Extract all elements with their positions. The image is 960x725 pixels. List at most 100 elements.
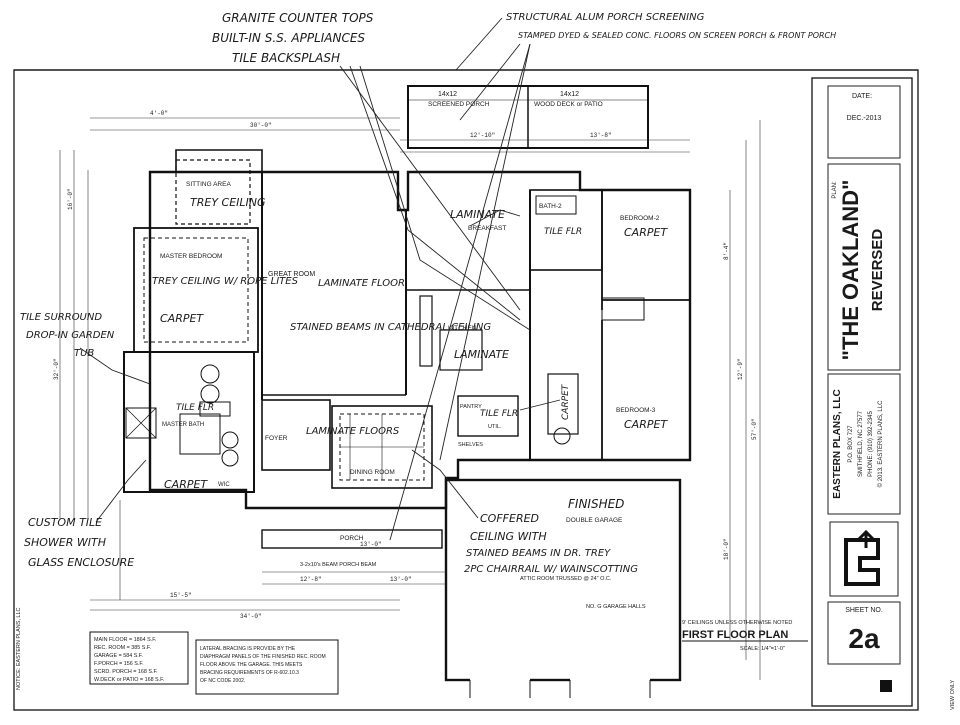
dimension-labels: 4'-0" 30'-0" 12'-10" 13'-8" 15'-5" 34'-0… bbox=[53, 110, 758, 620]
bedroom-3-label: BEDROOM-3 bbox=[616, 407, 656, 414]
eastern-plans-logo-icon bbox=[829, 521, 899, 597]
sitting-area-label: SITTING AREA bbox=[186, 181, 231, 188]
sf-row: MAIN FLOOR = 1864 S.F. bbox=[94, 637, 156, 643]
dimension-label: 18'-0" bbox=[723, 538, 730, 560]
annotation-tile-bath: TILE FLR bbox=[544, 227, 582, 237]
sf-row: W.DECK or PATIO = 168 S.F. bbox=[94, 677, 164, 683]
bracing-line: DIAPHRAGM PANELS OF THE FINISHED REC. RO… bbox=[200, 654, 326, 660]
dimension-label: 32'-0" bbox=[53, 358, 60, 380]
annotation-coffered-1: COFFERED bbox=[480, 512, 539, 525]
annotation-tray-master: TREY CEILING W/ ROPE LITES bbox=[152, 276, 299, 287]
master-bedroom-label: MASTER BEDROOM bbox=[160, 253, 222, 260]
annotation-laminate-breakfast: LAMINATE bbox=[450, 208, 505, 221]
annotation-coffered-3: STAINED BEAMS IN DR. TREY bbox=[466, 548, 611, 559]
wood-deck-label: WOOD DECK or PATIO bbox=[534, 101, 603, 108]
foyer-label: FOYER bbox=[265, 435, 288, 442]
bracing-line: FLOOR ABOVE THE GARAGE. THIS MEETS bbox=[200, 662, 303, 668]
drawing-title: FIRST FLOOR PLAN bbox=[682, 629, 788, 641]
annotation-shower-1: CUSTOM TILE bbox=[28, 516, 102, 529]
annotation-shower-3: GLASS ENCLOSURE bbox=[28, 556, 134, 569]
annotation-shower-2: SHOWER WITH bbox=[24, 536, 106, 549]
dimension-label: 12'-9" bbox=[737, 358, 744, 380]
annotation-laminate-kitchen: LAMINATE bbox=[454, 348, 509, 361]
dimension-label: 57'-0" bbox=[751, 418, 758, 440]
garage-note: NO. G GARAGE HALLS bbox=[586, 604, 646, 610]
scale-note: SCALE: 1/4"=1'-0" bbox=[740, 646, 785, 652]
screened-porch-size: 14x12 bbox=[438, 91, 457, 98]
wic-label: WIC bbox=[218, 482, 230, 488]
annotation-coffered-2: CEILING WITH bbox=[470, 530, 547, 543]
annotation-alum-porch: STRUCTURAL ALUM PORCH SCREENING bbox=[506, 12, 705, 23]
bracing-line: LATERAL BRACING IS PROVIDE BY THE bbox=[200, 646, 296, 652]
annotation-granite: GRANITE COUNTER TOPS bbox=[222, 11, 374, 25]
dimension-label: 30'-0" bbox=[250, 122, 272, 129]
porch-label: PORCH bbox=[340, 535, 364, 542]
company-address-1: P.O. BOX 727 bbox=[848, 425, 854, 463]
annotation-tray-sitting: TREY CEILING bbox=[190, 196, 266, 209]
annotation-laminate-foyer: LAMINATE FLOORS bbox=[306, 426, 400, 437]
annotation-appliances: BUILT-IN S.S. APPLIANCES bbox=[212, 31, 365, 45]
annotation-tile-master: TILE FLR bbox=[176, 403, 214, 413]
annotation-tile-util: TILE FLR bbox=[480, 409, 518, 419]
side-notice-text: NOTICE: EASTERN PLANS, LLC bbox=[16, 607, 22, 690]
floor-plan-walls bbox=[89, 85, 692, 698]
great-room-label: GREAT ROOM bbox=[268, 271, 315, 278]
bath-2-label: BATH-2 bbox=[539, 203, 562, 210]
wood-deck-size: 14x12 bbox=[560, 91, 579, 98]
util-label: UTIL. bbox=[488, 424, 502, 430]
bracing-line: BRACING REQUIREMENTS OF R-602.10.3 bbox=[200, 670, 299, 676]
dimension-label: 15'-5" bbox=[170, 592, 192, 599]
shelves-label: SHELVES bbox=[458, 442, 483, 448]
annotation-leader-lines bbox=[79, 17, 561, 541]
company-name: EASTERN PLANS, LLC bbox=[832, 389, 843, 498]
sheet-label: SHEET NO. bbox=[845, 607, 883, 614]
ceiling-note: 9' CEILINGS UNLESS OTHERWISE NOTED bbox=[682, 620, 792, 626]
screened-porch-label: SCREENED PORCH bbox=[428, 101, 490, 108]
kitchen-label: KITCHEN bbox=[448, 325, 477, 332]
annotation-carpet-wic: CARPET bbox=[164, 478, 208, 491]
annotation-tile-tub-2: DROP-IN GARDEN bbox=[26, 330, 115, 341]
sf-row: GARAGE = 584 S.F. bbox=[94, 653, 143, 659]
dining-room-label: DINING ROOM bbox=[350, 469, 395, 476]
watermark-text: VIEW ONLY bbox=[950, 680, 956, 710]
dimension-label: 34'-0" bbox=[240, 613, 262, 620]
attic-note: ATTIC ROOM TRUSSED @ 24" O.C. bbox=[520, 576, 612, 582]
handwritten-annotations: GRANITE COUNTER TOPS BUILT-IN S.S. APPLI… bbox=[20, 11, 836, 575]
room-labels: 14x12 SCREENED PORCH 14x12 WOOD DECK or … bbox=[160, 91, 660, 542]
bracing-line: OF NC CODE 2002. bbox=[200, 678, 245, 684]
dimension-label: 16'-0" bbox=[67, 188, 74, 210]
title-block: DATE: DEC.-2013 PLAN: "THE OAKLAND" REVE… bbox=[811, 77, 913, 707]
plan-variant: REVERSED bbox=[869, 229, 886, 312]
dimension-label: 13'-0" bbox=[390, 576, 412, 583]
annotation-laminate-great: LAMINATE FLOOR bbox=[318, 278, 405, 289]
sf-row: SCRD. PORCH = 168 S.F. bbox=[94, 669, 158, 675]
date-value: DEC.-2013 bbox=[847, 115, 882, 122]
company-copyright: © 2013. EASTERN PLANS, LLC bbox=[877, 400, 884, 487]
porch-beam-note: 3-2x10's BEAM PORCH BEAM bbox=[300, 562, 377, 568]
annotation-carpet-master: CARPET bbox=[160, 312, 204, 325]
annotation-stained-beams: STAINED BEAMS IN CATHEDRAL CEILING bbox=[290, 322, 491, 333]
dimension-label: 8'-4" bbox=[723, 242, 730, 260]
company-address-2: SMITHFIELD, NC 27577 bbox=[858, 410, 864, 477]
dimension-label: 13'-0" bbox=[360, 541, 382, 548]
pantry-label: PANTRY bbox=[460, 404, 482, 410]
annotation-carpet-hall: CARPET bbox=[561, 383, 571, 420]
corner-mark-icon bbox=[880, 680, 892, 692]
annotation-tile-tub-3: TUB bbox=[74, 348, 94, 359]
bedroom-2-label: BEDROOM-2 bbox=[620, 215, 660, 222]
dimension-label: 12'-8" bbox=[300, 576, 322, 583]
sf-row: F.PORCH = 156 S.F. bbox=[94, 661, 144, 667]
annotation-stamped-floors: STAMPED DYED & SEALED CONC. FLOORS ON SC… bbox=[518, 31, 836, 40]
sheet-number: 2a bbox=[848, 623, 880, 654]
annotation-coffered-4: 2PC CHAIRRAIL W/ WAINSCOTTING bbox=[464, 564, 638, 575]
dimension-label: 4'-0" bbox=[150, 110, 168, 117]
breakfast-label: BREAKFAST bbox=[468, 225, 506, 232]
printed-notes: MAIN FLOOR = 1864 S.F. REC. ROOM = 385 S… bbox=[94, 562, 646, 684]
garage-label: DOUBLE GARAGE bbox=[566, 517, 623, 524]
annotation-carpet-bed2: CARPET bbox=[624, 226, 668, 239]
dimension-lines bbox=[59, 117, 761, 680]
annotation-tile-tub-1: TILE SURROUND bbox=[20, 312, 102, 323]
plan-label: PLAN: bbox=[832, 181, 838, 199]
